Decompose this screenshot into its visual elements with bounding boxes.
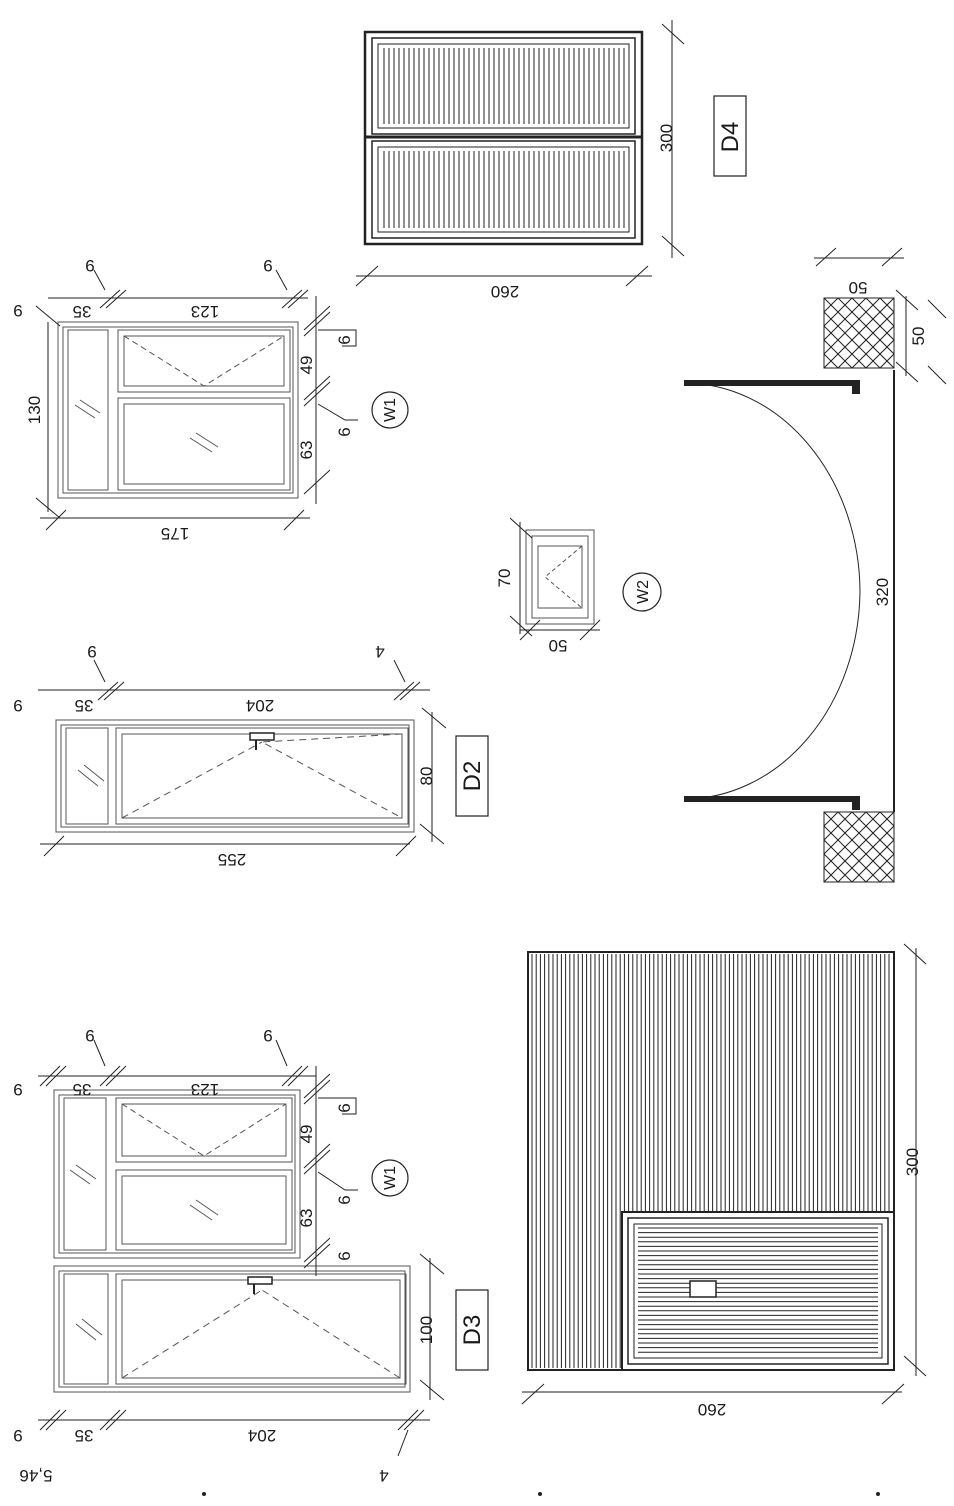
w1-top-dim-6-b: 6 <box>335 427 354 436</box>
door-d2-dimensions <box>38 659 447 857</box>
w2-tag-circle <box>622 572 662 612</box>
d2-dim-35: 35 <box>75 696 94 715</box>
w1-top-dim-175: 175 <box>161 524 189 543</box>
window-w1-top-elevation <box>57 321 299 499</box>
w1-bottom-tag-circle <box>371 1159 409 1197</box>
w1-bottom-tag: W1 <box>382 1166 399 1190</box>
dot-mark <box>202 1492 206 1496</box>
w1-top-dim-35: 35 <box>73 302 92 321</box>
d4-width-dim: 260 <box>491 282 519 301</box>
door-d2-elevation <box>55 719 415 833</box>
garage-width-dim: 260 <box>698 1400 726 1419</box>
d2-dim-4: 4 <box>375 642 384 661</box>
w1-bottom-dim-6-a: 6 <box>335 1103 354 1112</box>
door-handle <box>689 1280 717 1298</box>
w1-top-dim-123: 123 <box>191 302 219 321</box>
w1-top-tag-circle <box>371 391 409 429</box>
d2-dim-204: 204 <box>246 696 274 715</box>
w1-top-dim-6-a: 6 <box>335 335 354 344</box>
garage-door-elevation <box>521 943 927 1405</box>
w1-bottom-dim-63: 63 <box>297 1209 316 1228</box>
w1-top-tag: W1 <box>382 398 399 422</box>
window-w1-top-dimensions <box>35 269 358 531</box>
d3-dim-204: 204 <box>248 1426 276 1445</box>
d3-dim-9: 9 <box>13 1426 22 1445</box>
w1-top-dim-130: 130 <box>25 396 44 424</box>
d3-tag-box <box>455 1289 489 1371</box>
d4-tag-box <box>713 95 747 177</box>
gate-dim-320: 320 <box>873 578 892 606</box>
w1-top-dim-9-left: 9 <box>13 301 22 320</box>
d2-dim-9-a: 9 <box>13 696 22 715</box>
d3-dim-100: 100 <box>417 1316 436 1344</box>
w1-bottom-dim-6-c: 6 <box>335 1251 354 1260</box>
w2-tag: W2 <box>635 580 652 604</box>
d3-tag: D3 <box>459 1315 486 1346</box>
door-d3-elevation <box>53 1265 411 1393</box>
w1-top-dim-49: 49 <box>297 356 316 375</box>
dot-mark <box>876 1492 880 1496</box>
w1-bottom-dim-9-b: 9 <box>263 1026 272 1045</box>
w2-dim-70: 70 <box>495 569 514 588</box>
window-w2-elevation <box>525 529 595 625</box>
d3-dim-35: 35 <box>75 1426 94 1445</box>
w2-dim-50: 50 <box>549 636 568 655</box>
w1-top-dim-63: 63 <box>297 441 316 460</box>
w1-bottom-dim-9-a: 9 <box>85 1026 94 1045</box>
d3-dim-4: 4 <box>379 1466 388 1485</box>
d4-height-dim: 300 <box>657 124 676 152</box>
dot-mark <box>538 1492 542 1496</box>
d2-dim-9-b: 9 <box>87 642 96 661</box>
window-w1-bottom-elevation <box>53 1089 301 1259</box>
w1-bottom-dim-6-b: 6 <box>335 1195 354 1204</box>
w1-bottom-dim-123: 123 <box>191 1080 219 1099</box>
d2-dim-80: 80 <box>417 767 436 786</box>
wicket-door <box>621 1211 895 1371</box>
gate-dim-50-side: 50 <box>909 327 928 346</box>
door-d4-elevation <box>355 20 685 287</box>
d3-dim-5-46: 5,46 <box>19 1466 52 1485</box>
d2-tag-box <box>455 735 489 817</box>
d4-tag: D4 <box>717 122 744 153</box>
w1-top-dim-9-a: 9 <box>85 256 94 275</box>
w1-bottom-dim-49: 49 <box>297 1125 316 1144</box>
w1-d3-dimensions <box>38 1039 445 1457</box>
d2-tag: D2 <box>459 761 486 792</box>
gate-plan-view <box>683 247 947 883</box>
garage-height-dim: 300 <box>903 1148 922 1176</box>
d2-dim-255: 255 <box>218 850 246 869</box>
w1-bottom-dim-9-left: 9 <box>13 1080 22 1099</box>
window-w2-dimensions <box>509 517 601 641</box>
w1-top-dim-9-b: 9 <box>263 256 272 275</box>
gate-dim-50-top: 50 <box>849 278 868 297</box>
w1-bottom-dim-35: 35 <box>73 1080 92 1099</box>
